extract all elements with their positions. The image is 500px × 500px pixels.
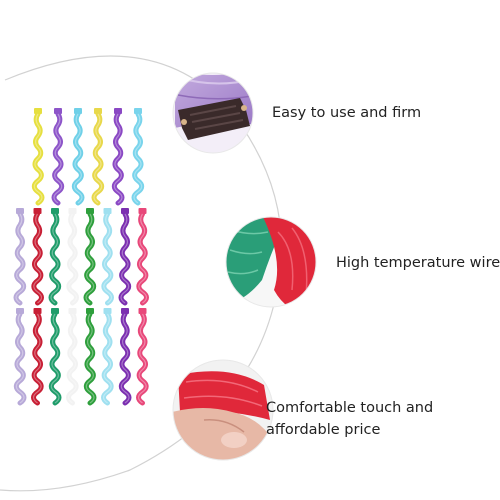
hair-strands-collection	[13, 108, 149, 406]
hair-strand-bottom-6	[118, 308, 132, 406]
hair-strand-middle-3	[66, 208, 79, 306]
feature-comfortable-line-1: Comfortable touch and	[266, 400, 434, 416]
hair-strand-top-4	[111, 108, 125, 206]
clip-closeup-circle	[172, 72, 254, 154]
hair-strand-top-1	[51, 108, 65, 206]
feature-comfortable-line-2: affordable price	[266, 422, 381, 438]
hair-strand-middle-4	[83, 208, 97, 306]
hair-strand-bottom-0	[13, 308, 27, 406]
hand-touch-circle	[172, 359, 274, 461]
hair-strand-bottom-1	[31, 308, 44, 406]
feature-high-temperature: High temperature wire	[336, 255, 500, 271]
hair-strand-top-3	[91, 108, 105, 206]
hair-strand-middle-0	[13, 208, 27, 306]
hair-strand-middle-2	[48, 208, 62, 306]
feature-comfortable: Comfortable touch and affordable price	[266, 397, 433, 441]
hair-strand-bottom-7	[136, 308, 149, 406]
hair-strand-bottom-2	[48, 308, 62, 406]
hair-strand-top-5	[131, 108, 145, 206]
hair-strand-middle-6	[118, 208, 132, 306]
hair-strand-bottom-3	[66, 308, 79, 406]
hair-material-circle	[225, 216, 317, 308]
hair-strand-middle-5	[101, 208, 114, 306]
feature-easy-to-use: Easy to use and firm	[272, 105, 422, 121]
hair-strand-top-2	[71, 108, 85, 206]
hair-strand-middle-7	[136, 208, 149, 306]
hair-strand-bottom-4	[83, 308, 97, 406]
hair-strand-top-0	[31, 108, 45, 206]
hair-strand-middle-1	[31, 208, 44, 306]
hair-strand-bottom-5	[101, 308, 114, 406]
